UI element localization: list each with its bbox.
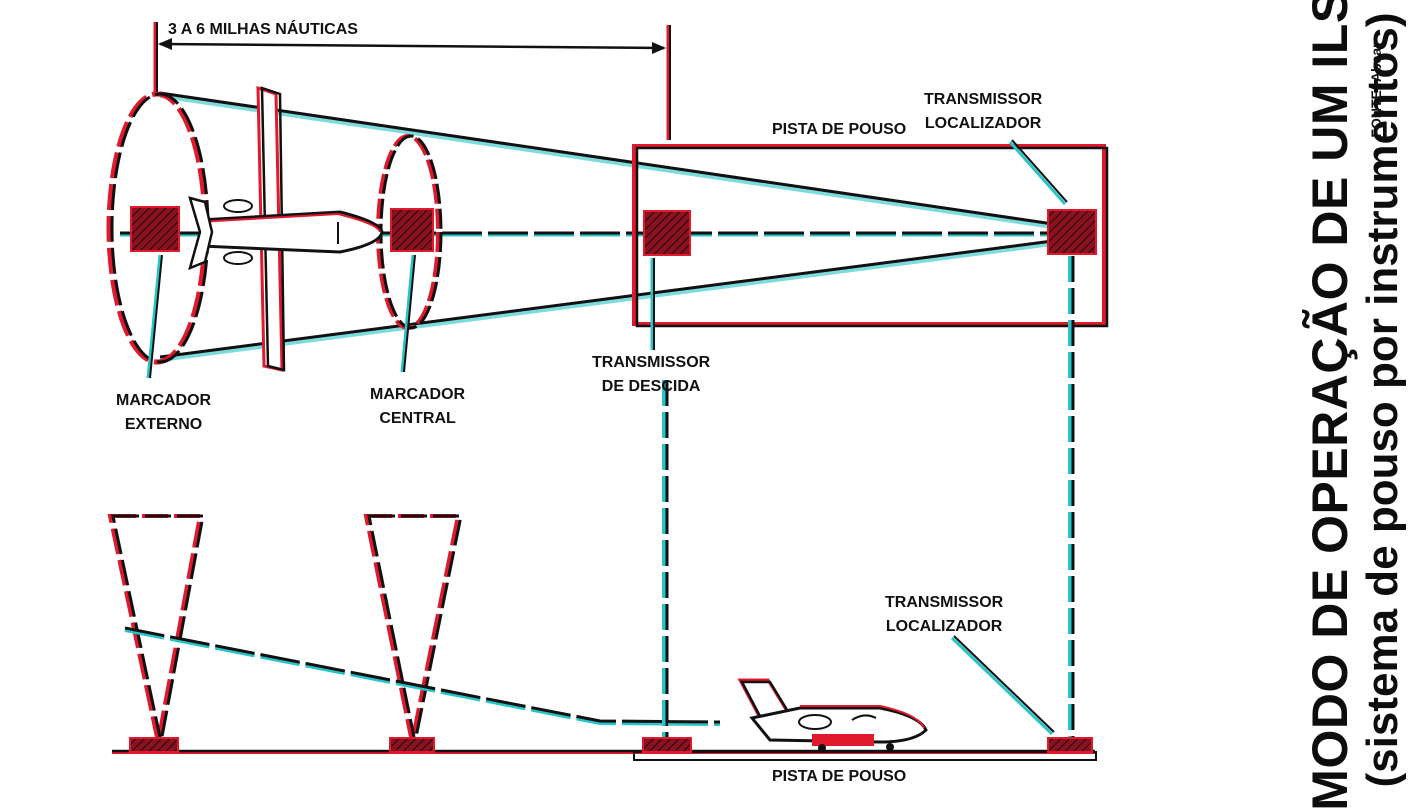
leader-line-side (950, 635, 1055, 736)
distance-label: 3 A 6 MILHAS NÁUTICAS (168, 21, 358, 38)
middle-marker-label-line1: MARCADOR (370, 386, 466, 403)
outer-marker-label-line2: EXTERNO (124, 416, 203, 433)
glide-label-line1: TRANSMISSOR (592, 354, 711, 371)
airplane-top-view (188, 85, 384, 372)
glide-path (124, 626, 721, 726)
outer-marker-box (130, 206, 180, 252)
localizer-label-side: TRANSMISSOR LOCALIZADOR (885, 591, 1003, 639)
middle-marker-fan (363, 514, 463, 743)
page-title: MODO DE OPERAÇÃO DE UM ILS (1302, 0, 1358, 811)
middle-marker-label-line2: CENTRAL (379, 410, 456, 427)
localizer-label-top-line2: LOCALIZADOR (924, 115, 1042, 132)
runway-top (632, 144, 1109, 328)
localizer-label-top-line1: TRANSMISSOR (924, 91, 1043, 108)
outer-marker-fan (107, 514, 205, 743)
middle-marker-ground-box (389, 737, 435, 753)
title-block: MODO DE OPERAÇÃO DE UM ILS (sistema de p… (1302, 0, 1408, 811)
outer-marker-ground-box (129, 737, 179, 753)
airplane-side-view (737, 678, 928, 752)
outer-marker-label: MARCADOR EXTERNO (116, 389, 211, 437)
localizer-transmitter-box (1047, 209, 1097, 255)
localizer-ground-box (1047, 737, 1093, 753)
runway-label-top: PISTA DE POUSO (772, 121, 907, 138)
glide-ground-box (642, 737, 692, 753)
distance-dimension (153, 22, 671, 140)
middle-marker-box (390, 208, 434, 252)
leader-lines-top (146, 139, 1068, 379)
source-credit: FONTE: Abear (1368, 42, 1384, 138)
ground-line (112, 749, 1097, 761)
glide-label-line2: DE DESCIDA (601, 378, 701, 395)
localizer-label-side-line1: TRANSMISSOR (885, 594, 1004, 611)
localizer-label-top: TRANSMISSOR LOCALIZADOR (924, 88, 1042, 136)
glide-transmitter-box (643, 210, 691, 256)
outer-marker-label-line1: MARCADOR (116, 392, 212, 409)
projection-lines (662, 256, 1075, 738)
glide-transmitter-label: TRANSMISSOR DE DESCIDA (592, 351, 710, 399)
localizer-label-side-line2: LOCALIZADOR (885, 618, 1003, 635)
middle-marker-label: MARCADOR CENTRAL (370, 383, 465, 431)
runway-label-side: PISTA DE POUSO (772, 768, 907, 785)
